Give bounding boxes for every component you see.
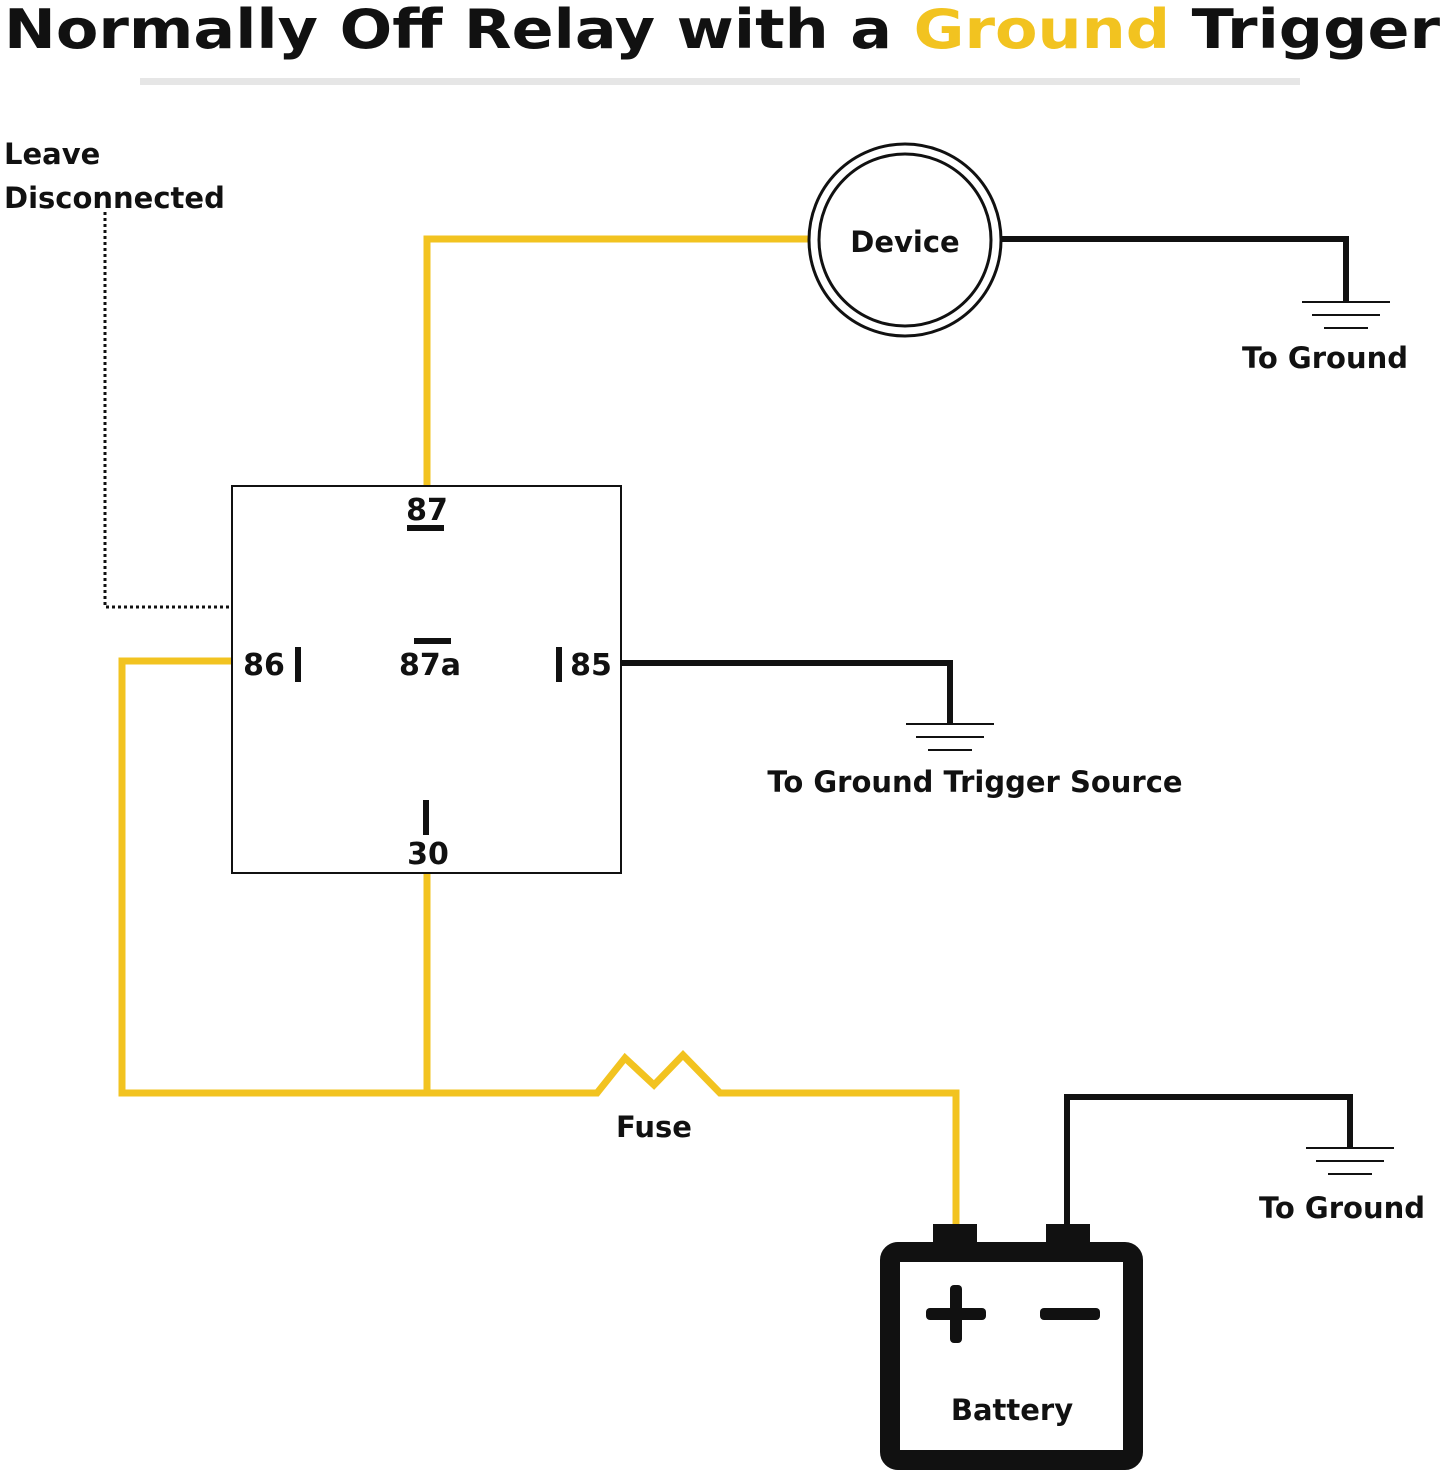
ground-symbol-trigger	[906, 723, 994, 751]
title-highlight: Ground	[914, 0, 1170, 61]
fuse-label: Fuse	[616, 1110, 692, 1144]
title-part2: Trigger	[1170, 0, 1440, 61]
title-divider	[140, 78, 1300, 85]
pin-86-label: 86	[243, 648, 285, 683]
pin-86-marker	[295, 647, 301, 682]
ground-symbol-device	[1302, 301, 1390, 329]
wire-86-to-junction	[118, 657, 427, 1097]
device-symbol: Device	[807, 142, 1003, 338]
positive-wires	[118, 235, 960, 1228]
pin-30-label: 30	[407, 837, 449, 872]
minus-icon	[1040, 1308, 1100, 1320]
page-title: Normally Off Relay with a Ground Trigger	[4, 0, 1440, 61]
pin-85-label: 85	[570, 648, 612, 683]
pin-85-marker	[556, 647, 562, 682]
leave-disconnected-line2: Disconnected	[4, 181, 225, 215]
wire-87-to-device	[423, 235, 810, 486]
wire-device-to-ground	[1000, 236, 1349, 302]
pin-87a-marker	[414, 638, 451, 644]
ground-wires	[621, 236, 1353, 1228]
pin-87-label: 87	[406, 493, 448, 528]
trigger-ground-label: To Ground Trigger Source	[767, 765, 1182, 799]
device-ground-label: To Ground	[1242, 341, 1408, 375]
wire-85-to-trigger	[621, 660, 953, 724]
wire-battery-neg-to-ground	[1064, 1094, 1353, 1228]
title-part1: Normally Off Relay with a	[4, 0, 914, 61]
pin-30-marker	[423, 800, 429, 835]
device-label: Device	[850, 225, 959, 259]
pin-87a-label: 87a	[399, 648, 461, 683]
battery-ground-label: To Ground	[1259, 1191, 1425, 1225]
battery-label: Battery	[951, 1393, 1073, 1427]
battery-symbol: Battery	[880, 1224, 1143, 1470]
ground-symbol-battery	[1306, 1147, 1394, 1175]
leave-disconnected-line1: Leave	[4, 137, 100, 171]
battery-body	[880, 1242, 1143, 1470]
wire-junction-to-battery	[427, 1049, 960, 1228]
plus-icon-v	[950, 1285, 962, 1343]
pin-87-marker	[407, 525, 444, 531]
